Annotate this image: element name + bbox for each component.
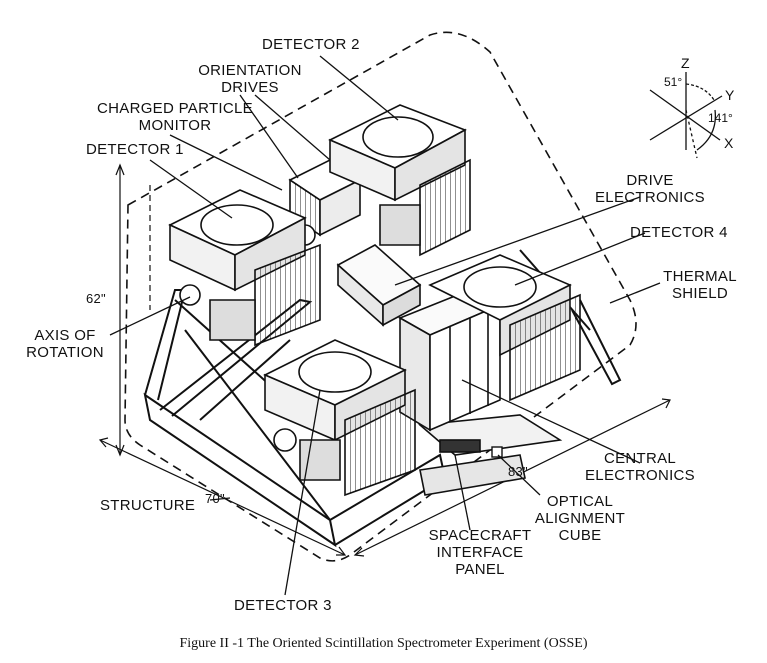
detector-2-drawing <box>328 104 471 257</box>
label-drive-electronics-line2: ELECTRONICS <box>595 189 705 206</box>
label-thermal-shield-line2: SHIELD <box>672 285 728 302</box>
label-spacecraft-interface-panel-line1: SPACECRAFT <box>428 527 532 544</box>
detector-4-drawing <box>428 254 581 402</box>
label-detector-3: DETECTOR 3 <box>234 597 332 614</box>
label-spacecraft-interface-panel: SPACECRAFT INTERFACE PANEL <box>425 527 535 578</box>
label-spacecraft-interface-panel-line2: INTERFACE <box>436 544 524 561</box>
angle-141-label: 141° <box>708 111 733 125</box>
label-spacecraft-interface-panel-line3: PANEL <box>455 561 505 578</box>
label-charged-particle-monitor: CHARGED PARTICLE MONITOR <box>80 100 270 134</box>
label-optical-alignment-cube: OPTICAL ALIGNMENT CUBE <box>525 493 635 544</box>
label-width-70: 70" <box>205 491 225 506</box>
label-thermal-shield: THERMAL SHIELD <box>650 268 750 302</box>
optical-alignment-cube-drawing <box>491 446 503 458</box>
label-thermal-shield-line1: THERMAL <box>663 268 737 285</box>
coordinate-axes <box>649 72 723 159</box>
label-height-62: 62" <box>86 291 106 306</box>
angle-51-label: 51° <box>664 75 682 89</box>
axis-x-label: X <box>724 135 734 151</box>
label-charged-particle-monitor-line1: CHARGED PARTICLE <box>97 100 253 117</box>
drive-electronics-drawing <box>336 244 422 327</box>
label-optical-alignment-cube-line1: OPTICAL <box>546 493 614 510</box>
label-charged-particle-monitor-line2: MONITOR <box>138 117 212 134</box>
label-axis-of-rotation-line1: AXIS OF <box>34 327 96 344</box>
spacecraft-interface-panel-drawing <box>418 414 563 496</box>
label-central-electronics-line2: ELECTRONICS <box>585 467 695 484</box>
figure-caption: Figure II -1 The Oriented Scintillation … <box>179 636 588 651</box>
label-depth-83: 83" <box>508 464 528 479</box>
label-detector-4: DETECTOR 4 <box>630 224 728 241</box>
axis-z-label: Z <box>681 55 690 71</box>
thermal-shield-outline <box>124 31 637 562</box>
label-orientation-drives-line1: ORIENTATION <box>198 62 302 79</box>
label-drive-electronics-line1: DRIVE <box>626 172 674 189</box>
detector-3-drawing <box>263 339 416 497</box>
label-drive-electronics: DRIVE ELECTRONICS <box>585 172 715 206</box>
label-central-electronics: CENTRAL ELECTRONICS <box>575 450 705 484</box>
label-structure: STRUCTURE <box>100 497 196 514</box>
label-detector-1: DETECTOR 1 <box>86 141 184 158</box>
axis-y-label: Y <box>725 87 735 103</box>
label-axis-of-rotation: AXIS OF ROTATION <box>20 327 110 361</box>
leader-lines <box>109 55 661 596</box>
label-optical-alignment-cube-line2: ALIGNMENT <box>534 510 626 527</box>
label-orientation-drives-line2: DRIVES <box>221 79 279 96</box>
detector-1-drawing <box>168 189 321 347</box>
label-orientation-drives: ORIENTATION DRIVES <box>190 62 310 96</box>
label-detector-2: DETECTOR 2 <box>262 36 360 53</box>
label-optical-alignment-cube-line3: CUBE <box>558 527 602 544</box>
label-central-electronics-line1: CENTRAL <box>603 450 677 467</box>
label-axis-of-rotation-line2: ROTATION <box>26 344 104 361</box>
